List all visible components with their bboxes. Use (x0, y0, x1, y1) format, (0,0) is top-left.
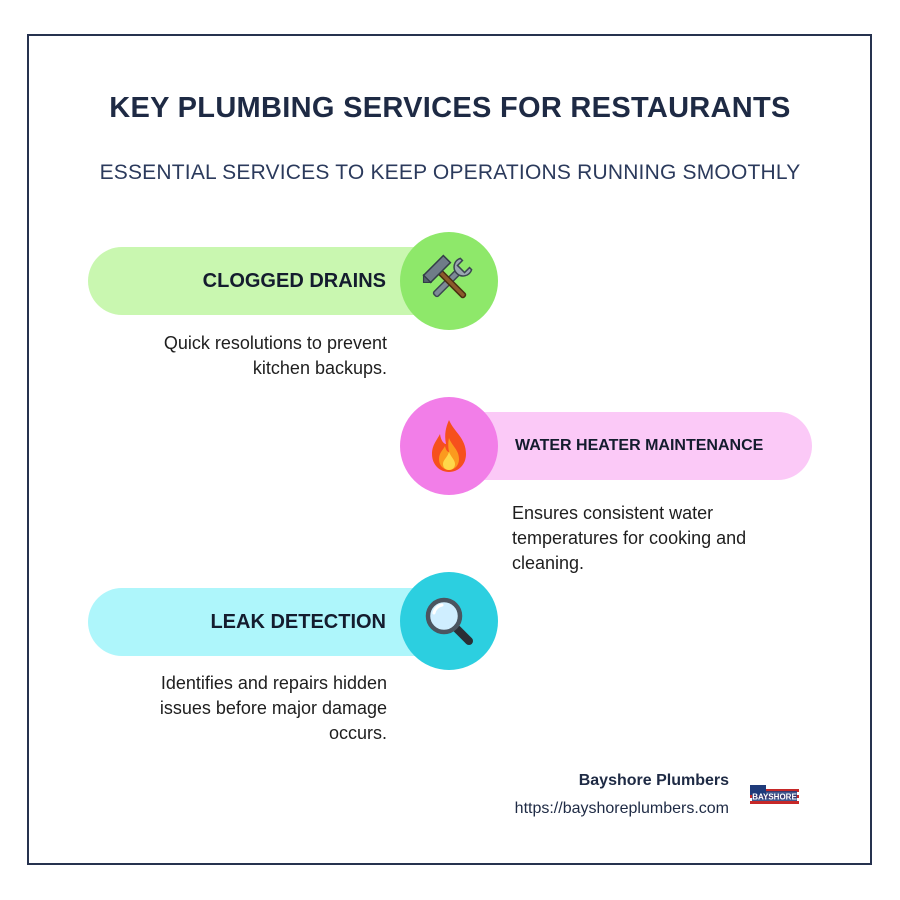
service-label: LEAK DETECTION (210, 610, 386, 633)
company-url[interactable]: https://bayshoreplumbers.com (514, 800, 729, 817)
page-title: KEY PLUMBING SERVICES FOR RESTAURANTS (109, 92, 791, 124)
service-pill-leak-detection: LEAK DETECTION (88, 588, 448, 656)
fire-icon (432, 420, 466, 472)
service-pill-clogged-drains: CLOGGED DRAINS (88, 247, 448, 315)
service-circle-leak-detection (400, 572, 498, 670)
description-line: temperatures for cooking and (512, 528, 747, 548)
page-subtitle: ESSENTIAL SERVICES TO KEEP OPERATIONS RU… (99, 161, 801, 184)
service-label: CLOGGED DRAINS (202, 269, 386, 292)
description-line: Ensures consistent water (512, 503, 714, 523)
infographic-frame (27, 34, 872, 865)
magnifying-glass-icon (425, 597, 473, 645)
service-description-water-heater: Ensures consistent water temperatures fo… (512, 501, 812, 576)
description-line: Identifies and repairs hidden (160, 673, 387, 693)
service-circle-clogged-drains (400, 232, 498, 330)
description-line: Quick resolutions to prevent (163, 333, 387, 353)
description-line: occurs. (328, 723, 387, 743)
company-name: Bayshore Plumbers (578, 772, 729, 789)
description-line: issues before major damage (159, 698, 387, 718)
service-circle-water-heater (400, 397, 498, 495)
service-description-clogged-drains: Quick resolutions to prevent kitchen bac… (100, 331, 387, 381)
logo-text: BAYSHORE (752, 793, 797, 802)
service-label: WATER HEATER MAINTENANCE (515, 437, 764, 454)
service-pill-water-heater: WATER HEATER MAINTENANCE (450, 412, 812, 480)
hammer-and-wrench-icon (422, 254, 473, 299)
company-logo: BAYSHORE (750, 785, 799, 807)
service-description-leak-detection: Identifies and repairs hidden issues bef… (100, 671, 387, 746)
description-line: cleaning. (512, 553, 585, 573)
description-line: kitchen backups. (252, 358, 387, 378)
